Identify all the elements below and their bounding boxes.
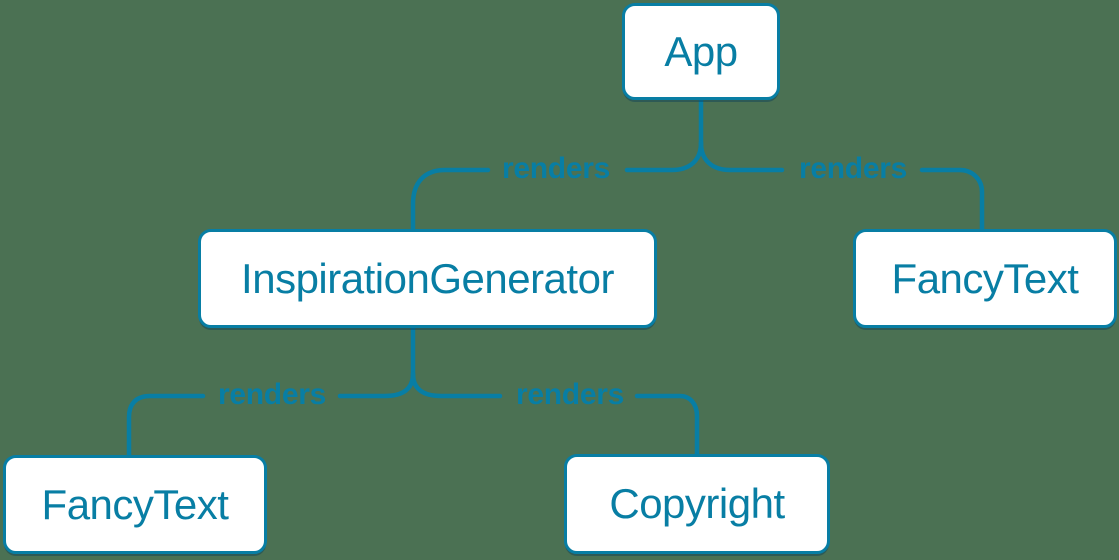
edge-to-inspiration-generator (410, 167, 491, 236)
edge-inspiration-flare-right (410, 371, 503, 399)
edge-label-renders: renders (799, 152, 907, 185)
edge-to-copyright (634, 393, 700, 461)
edge-app-flare-left (624, 140, 704, 173)
node-fancy-text-bottom-left: FancyText (3, 455, 267, 554)
node-inspiration-generator: InspirationGenerator (198, 229, 657, 328)
node-label: Copyright (609, 480, 785, 527)
edge-label-renders: renders (516, 378, 624, 411)
node-fancy-text-top-right: FancyText (853, 229, 1117, 328)
edge-label-renders: renders (218, 378, 326, 411)
node-copyright: Copyright (564, 454, 830, 554)
node-label: InspirationGenerator (241, 254, 614, 302)
edge-to-fancy-text-right (919, 167, 985, 236)
edge-to-fancy-text-left (126, 393, 206, 462)
node-label: App (664, 27, 738, 75)
node-label: FancyText (891, 254, 1079, 302)
node-label: FancyText (41, 480, 229, 528)
node-app: App (622, 3, 780, 100)
edge-app-flare-right (698, 140, 785, 173)
edge-label-renders: renders (502, 152, 610, 185)
edge-inspiration-flare-left (337, 371, 416, 399)
